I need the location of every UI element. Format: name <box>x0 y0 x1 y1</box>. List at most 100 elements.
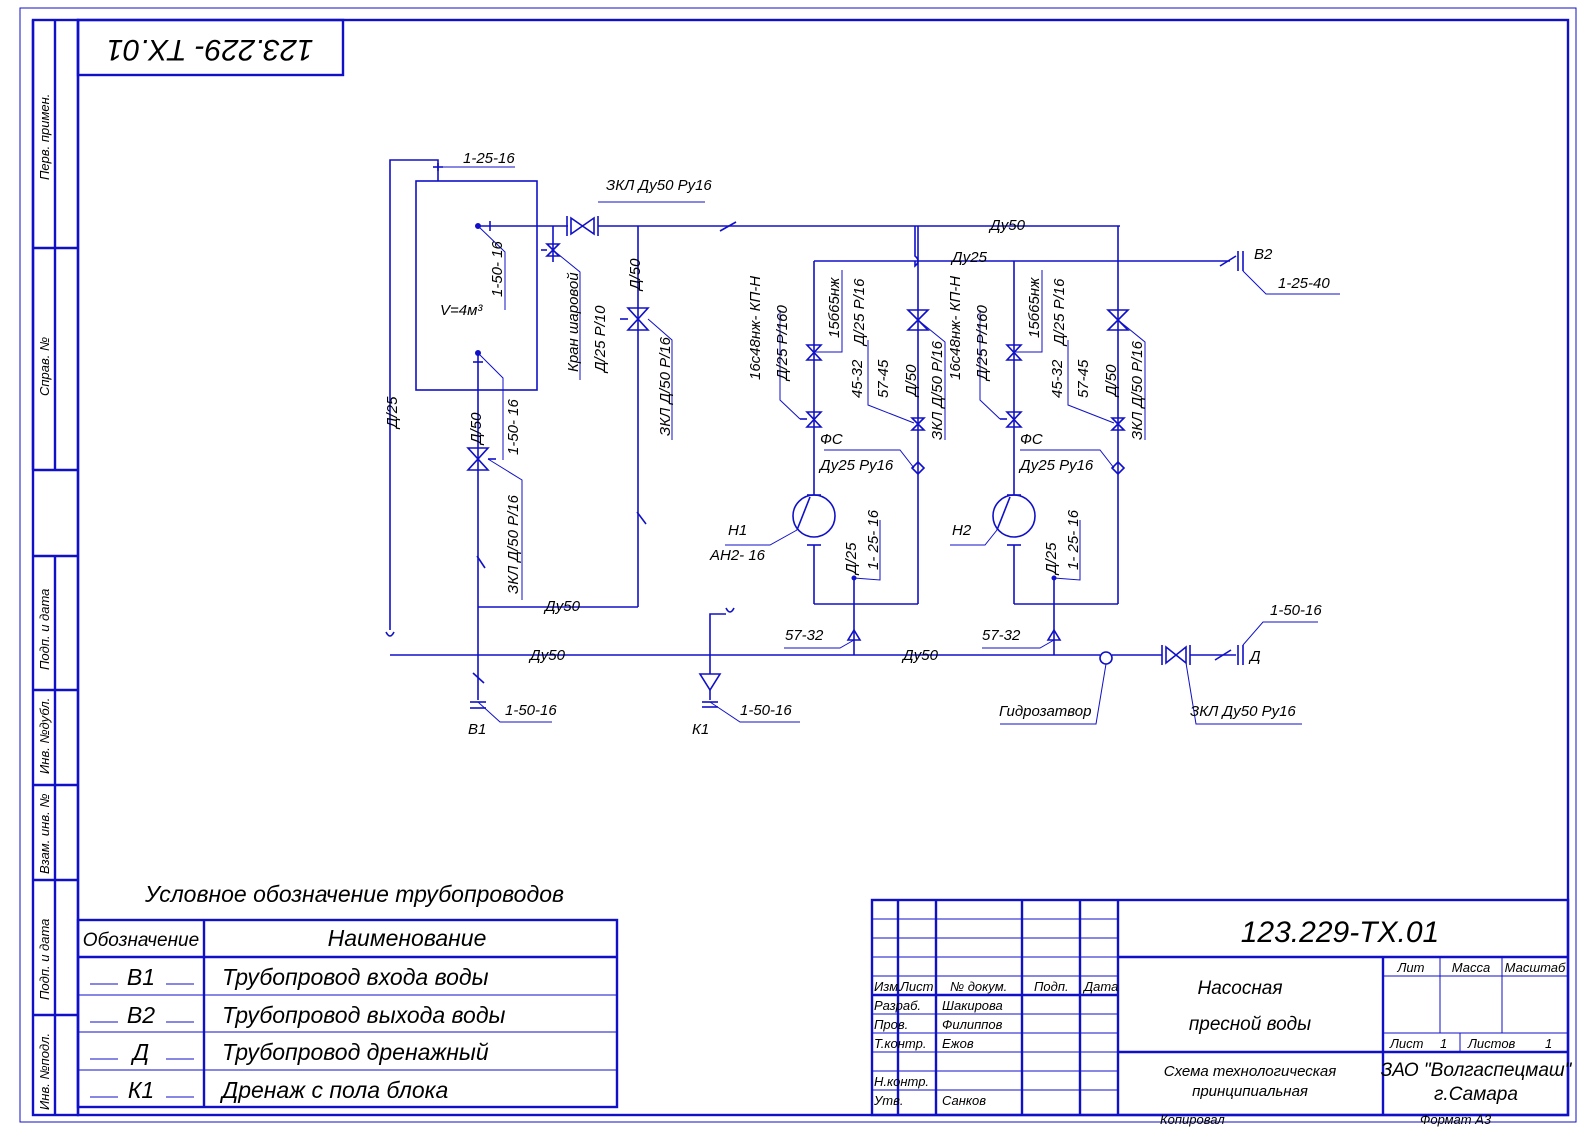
legend: Условное обозначение трубопроводов Обозн… <box>76 881 619 1109</box>
pump-assembly-a <box>792 226 930 655</box>
label-riser-d50: Д/50 <box>627 258 644 292</box>
tb-listov-label: Листов <box>1467 1036 1516 1051</box>
label-pump-b-valve-code: 16с48нж- КП-Н <box>947 276 964 380</box>
label-valve-top: ЗКЛ Ду50 Ру16 <box>606 177 712 194</box>
tb-prov: Пров. <box>874 1017 908 1032</box>
water-seal <box>1099 651 1113 665</box>
label-pump-b-valve-param: Д/25 Р/160 <box>974 305 991 382</box>
tb-org-2: г.Самара <box>1434 1084 1518 1105</box>
label-drain-valve: ЗКЛ Д/50 Р/16 <box>505 494 522 594</box>
legend-col-code: Обозначение <box>83 930 199 951</box>
side-label-podp-2: Подп. и дата <box>37 919 52 1000</box>
title-block: 123.229-ТХ.01 Насосная пресной воды Схем… <box>870 898 1573 1127</box>
side-label-inv-podl: Инв. №подл. <box>37 1033 52 1110</box>
side-label-perv: Перв. примен. <box>37 94 52 180</box>
tb-razrab-name: Шакирова <box>942 998 1003 1013</box>
tb-list-value: 1 <box>1440 1036 1447 1051</box>
label-du50-bottom-2: Ду50 <box>901 647 939 664</box>
label-riser-left: Д/25 <box>384 396 401 430</box>
label-water-seal: Гидрозатвор <box>999 703 1091 720</box>
label-b2: В2 <box>1254 246 1273 263</box>
tb-razrab: Разраб. <box>874 998 921 1013</box>
label-pump-b-57: 57-45 <box>1075 359 1092 398</box>
label-pump-a-id: Н1 <box>728 522 747 539</box>
label-pump-b-zkl: ЗКЛ Д/50 Р/16 <box>1129 340 1146 440</box>
side-label-inv-dubl: Инв. №дубл. <box>37 698 52 774</box>
label-d-fitting: 1-50-16 <box>1270 602 1322 619</box>
label-pump-a-valve2-code: 15б65нж <box>826 277 843 338</box>
piping <box>385 159 1244 709</box>
tb-tkontr: Т.контр. <box>874 1036 926 1051</box>
tb-listov-value: 1 <box>1545 1036 1552 1051</box>
tb-list-label: Лист <box>1389 1036 1424 1051</box>
tb-col-doc: № докум. <box>950 979 1007 994</box>
label-b1-fitting: 1-50-16 <box>505 702 557 719</box>
label-pump-a-valve-param: Д/25 Р/160 <box>774 305 791 382</box>
label-tank-fitting-2: 1-50- 16 <box>505 398 522 455</box>
label-riser-valve: ЗКЛ Д/50 Р/16 <box>657 336 674 436</box>
legend-row-name: Трубопровод дренажный <box>222 1039 489 1065</box>
label-pump-b-id: Н2 <box>952 522 972 539</box>
pump-assembly-b <box>992 226 1130 655</box>
label-pump-b-45: 45-32 <box>1049 359 1066 398</box>
top-stamp-text: 123.229- TX.01 <box>107 33 314 66</box>
tb-col-list: Лист <box>899 979 934 994</box>
label-tank-fitting-1: 1-50- 16 <box>489 240 506 297</box>
outer-frame <box>19 7 1577 1123</box>
label-pump-b-out-code: 1- 25- 16 <box>1065 509 1082 570</box>
tb-utv-name: Санков <box>942 1093 986 1108</box>
schematic-labels: 1-25-16 ЗКЛ Ду50 Ру16 V=4м³ 1-50- 16 1-5… <box>384 150 1330 738</box>
label-pump-a-valve2-param: Д/25 Р/16 <box>851 278 868 347</box>
label-k1-fitting: 1-50-16 <box>740 702 792 719</box>
label-main-top: Ду50 <box>988 217 1026 234</box>
tb-prov-name: Филиппов <box>942 1017 1003 1032</box>
legend-row-name: Трубопровод выхода воды <box>222 1002 506 1028</box>
legend-row-name: Дренаж с пола блока <box>219 1077 448 1103</box>
label-pump-a-out-code: 1- 25- 16 <box>865 509 882 570</box>
label-b2-fitting: 1-25-40 <box>1278 275 1330 292</box>
label-du50-left: Ду50 <box>543 598 581 615</box>
titleblock-scheme-2: принципиальная <box>1192 1083 1308 1100</box>
label-valve-bottom: ЗКЛ Ду50 Ру16 <box>1190 703 1296 720</box>
tb-nkontr: Н.контр. <box>874 1074 929 1089</box>
legend-title: Условное обозначение трубопроводов <box>144 881 564 907</box>
label-pump-a-valve-code: 16с48нж- КП-Н <box>747 276 764 380</box>
label-drain-d50: Д/50 <box>468 412 485 446</box>
label-k1: К1 <box>692 721 709 738</box>
titleblock-scheme-1: Схема технологическая <box>1164 1063 1337 1080</box>
tb-format: Формат А3 <box>1420 1112 1492 1127</box>
top-stamp-box <box>76 18 345 77</box>
legend-col-name: Наименование <box>328 925 487 951</box>
label-pump-a-45: 45-32 <box>849 359 866 398</box>
label-ball-valve-2: Д/25 Р/10 <box>592 305 609 374</box>
side-label-sprav: Справ. № <box>37 337 52 396</box>
leaders <box>443 166 1340 725</box>
label-pump-a-zkl: ЗКЛ Д/50 Р/16 <box>929 340 946 440</box>
tb-col-podp: Подп. <box>1034 979 1069 994</box>
legend-row-code: В1 <box>127 964 155 990</box>
side-label-podp-1: Подп. и дата <box>37 589 52 670</box>
side-label-1: Перв. примен. <box>37 94 52 180</box>
label-pump-b-out-d25: Д/25 <box>1043 542 1060 576</box>
tb-massa: Масса <box>1452 960 1490 975</box>
label-du50-bottom-1: Ду50 <box>528 647 566 664</box>
titleblock-name-1: Насосная <box>1197 978 1282 999</box>
label-pump-a-tee: 57-32 <box>785 627 824 644</box>
side-label-vzam: Взам. инв. № <box>37 794 52 874</box>
pump-a <box>792 494 836 538</box>
tb-org-1: ЗАО "Волгаспецмаш" <box>1381 1060 1573 1081</box>
tb-col-izm: Изм. <box>874 979 902 994</box>
label-pump-a-model: АН2- 16 <box>709 547 766 564</box>
label-tank-top-fitting: 1-25-16 <box>463 150 515 167</box>
label-pump-b-valve2-param: Д/25 Р/16 <box>1051 278 1068 347</box>
label-pump-b-fs: ФС <box>1020 431 1043 448</box>
tb-masshtab: Масштаб <box>1505 960 1566 975</box>
label-main-mid: Ду25 <box>950 249 988 266</box>
tank <box>415 180 538 391</box>
legend-row-code: В2 <box>127 1002 155 1028</box>
label-pump-b-d50: Д/50 <box>1103 364 1120 398</box>
tb-kopiroval: Копировал <box>1160 1112 1225 1127</box>
titleblock-name-2: пресной воды <box>1189 1014 1311 1035</box>
